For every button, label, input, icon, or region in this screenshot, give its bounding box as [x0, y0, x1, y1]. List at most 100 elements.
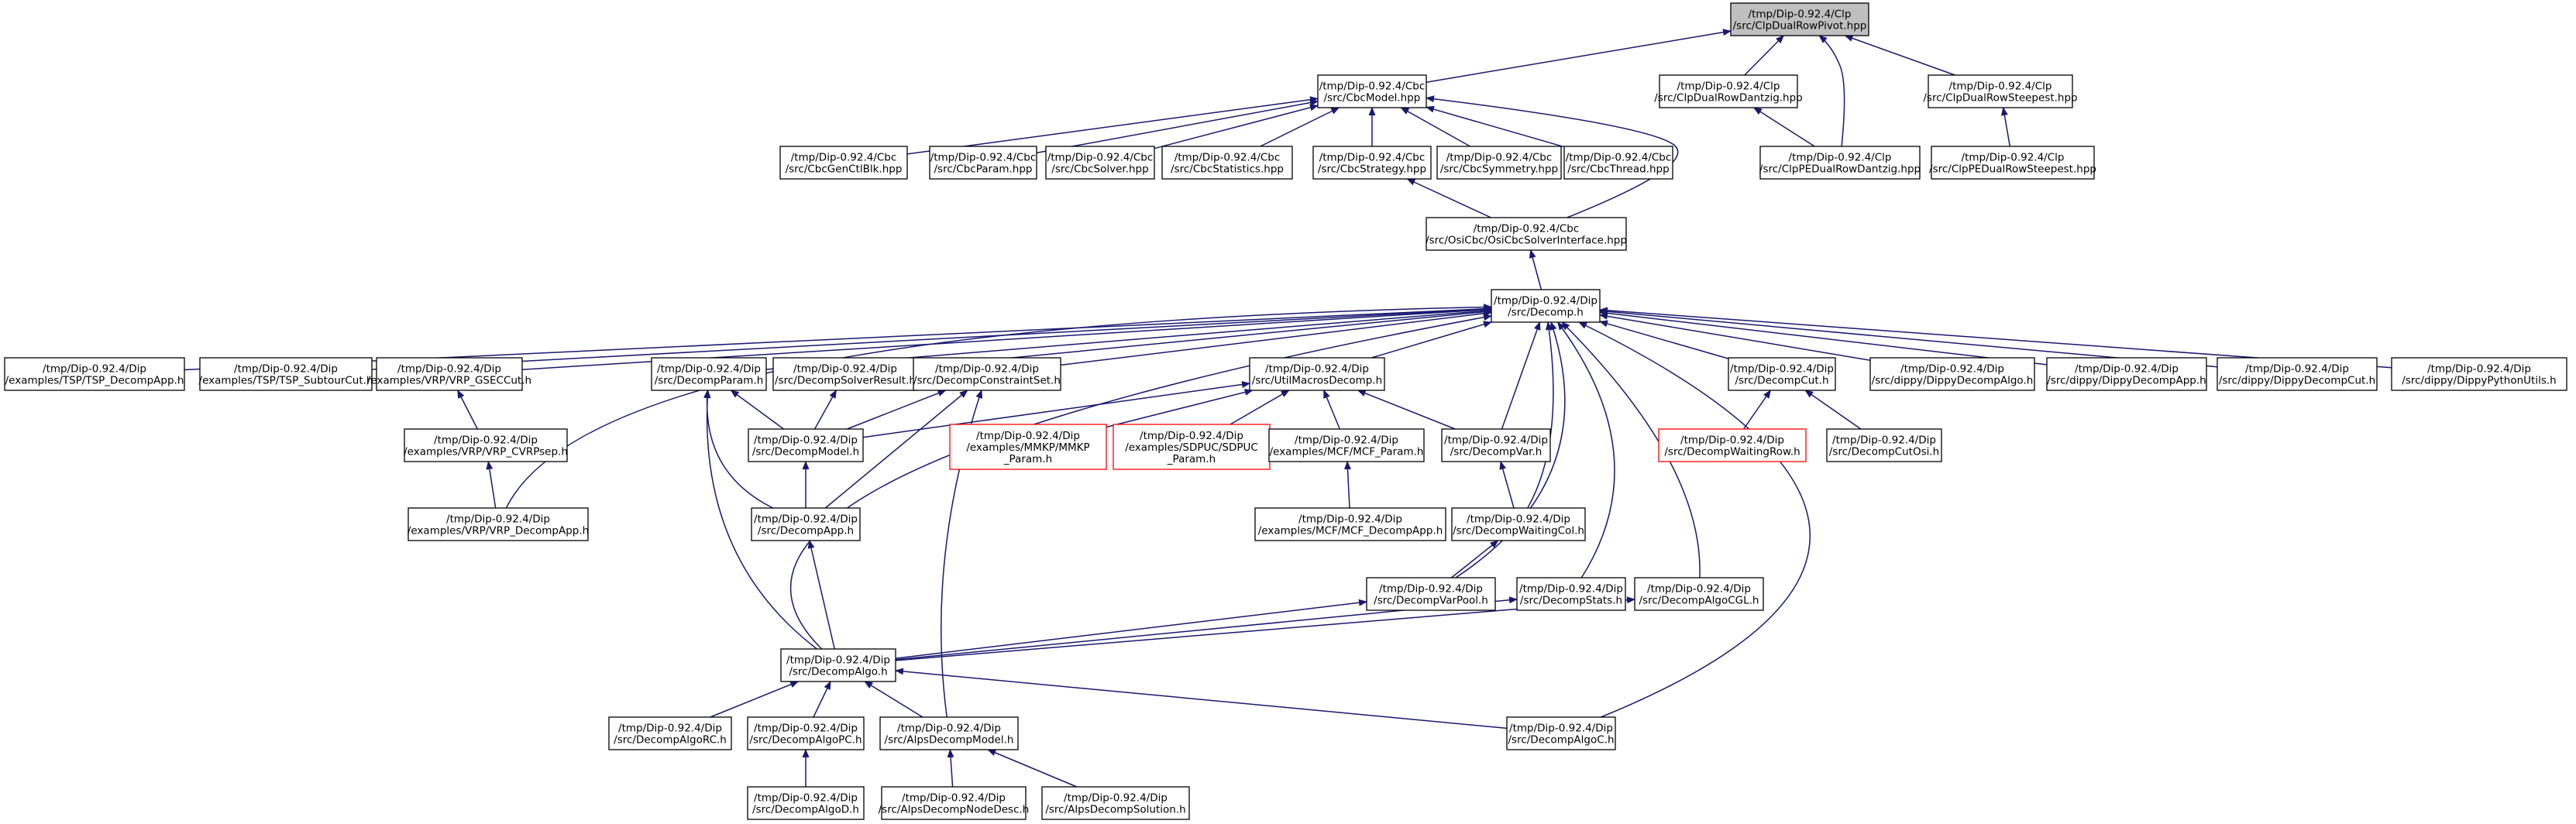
node-label-line: /src/DecompWaitingCol.h [1453, 525, 1584, 537]
node-cbcsolver[interactable]: /tmp/Dip-0.92.4/Cbc/src/CbcSolver.hpp [1045, 146, 1155, 180]
node-label-line: /tmp/Dip-0.92.4/Dip [1298, 513, 1402, 526]
node-label-line: /tmp/Dip-0.92.4/Dip [1064, 792, 1168, 805]
node-decompsolres[interactable]: /tmp/Dip-0.92.4/Dip/src/DecompSolverResu… [772, 357, 918, 391]
node-clpsteepest[interactable]: /tmp/Dip-0.92.4/Clp/src/ClpDualRowSteepe… [1923, 74, 2078, 108]
node-decompvar[interactable]: /tmp/Dip-0.92.4/Dip/src/DecompVar.h [1441, 428, 1551, 462]
node-box [881, 786, 1027, 820]
node-algocgl[interactable]: /tmp/Dip-0.92.4/Dip/src/DecompAlgoCGL.h [1634, 577, 1764, 611]
node-decompapp[interactable]: /tmp/Dip-0.92.4/Dip/src/DecompApp.h [751, 507, 861, 541]
node-dippyutils[interactable]: /tmp/Dip-0.92.4/Dip/src/dippy/DippyPytho… [2391, 357, 2567, 391]
node-label-line: /tmp/Dip-0.92.4/Dip [2075, 363, 2179, 376]
node-sdpuc[interactable]: /tmp/Dip-0.92.4/Dip/examples/SDPUC/SDPUC… [1113, 424, 1271, 470]
node-box [772, 357, 918, 391]
node-label-line: /examples/TSP/TSP_SubtourCut.h [199, 375, 373, 387]
edge-decompmodel-to-utilmacros [862, 381, 1250, 438]
node-decompcutosi[interactable]: /tmp/Dip-0.92.4/Dip/src/DecompCutOsi.h [1826, 428, 1942, 462]
node-label-line: /tmp/Dip-0.92.4/Dip [786, 654, 890, 667]
node-label-line: /tmp/Dip-0.92.4/Cbc [1319, 81, 1426, 93]
node-algoc[interactable]: /tmp/Dip-0.92.4/Dip/src/DecompAlgoC.h [1506, 716, 1616, 750]
node-box [1506, 716, 1616, 750]
edge-cbcsymmetry-to-cbcmodel [1400, 107, 1470, 147]
node-label-line: /src/OsiCbc/OsiCbcSolverInterface.hpp [1426, 235, 1627, 247]
node-label-line: /tmp/Dip-0.92.4/Dip [1379, 583, 1483, 596]
node-vrpgsec[interactable]: /tmp/Dip-0.92.4/Dip/examples/VRP/VRP_GSE… [367, 357, 531, 391]
node-label-line: /src/dippy/DippyDecompAlgo.h [1872, 375, 2034, 387]
node-alpssol[interactable]: /tmp/Dip-0.92.4/Dip/src/AlpsDecompSoluti… [1041, 786, 1190, 820]
node-vrpapp[interactable]: /tmp/Dip-0.92.4/Dip/examples/VRP/VRP_Dec… [408, 507, 589, 541]
node-box [1759, 146, 1921, 180]
node-label-line: /tmp/Dip-0.92.4/Dip [2427, 363, 2531, 376]
node-mcfparam[interactable]: /tmp/Dip-0.92.4/Dip/examples/MCF/MCF_Par… [1268, 428, 1425, 462]
node-root[interactable]: /tmp/Dip-0.92.4/Clp/src/ClpDualRowPivot.… [1730, 2, 1869, 36]
node-utilmacros[interactable]: /tmp/Dip-0.92.4/Dip/src/UtilMacrosDecomp… [1249, 357, 1385, 391]
node-cbcgencut[interactable]: /tmp/Dip-0.92.4/Cbc/src/CbcGenCtlBlk.hpp [779, 146, 908, 180]
node-label-line: /examples/SDPUC/SDPUC [1125, 441, 1258, 454]
node-decomp[interactable]: /tmp/Dip-0.92.4/Dip/src/Decomp.h [1491, 289, 1601, 323]
edge-algorc-to-decompalgo [710, 681, 800, 718]
node-label-line: /src/dippy/DippyPythonUtils.h [2402, 375, 2556, 387]
node-algod[interactable]: /tmp/Dip-0.92.4/Dip/src/DecompAlgoD.h [747, 786, 865, 820]
node-box [779, 146, 908, 180]
node-label-line: /tmp/Dip-0.92.4/Dip [1680, 434, 1784, 447]
node-algorc[interactable]: /tmp/Dip-0.92.4/Dip/src/DecompAlgoRC.h [608, 716, 732, 750]
node-mmkp[interactable]: /tmp/Dip-0.92.4/Dip/examples/MMKP/MMKP_P… [949, 424, 1107, 470]
node-label-line: /tmp/Dip-0.92.4/Dip [1444, 434, 1548, 447]
node-varpool[interactable]: /tmp/Dip-0.92.4/Dip/src/DecompVarPool.h [1366, 577, 1496, 611]
edge-clpdantzig-to-root [1744, 35, 1784, 76]
node-box [913, 357, 1061, 391]
node-cbcparam[interactable]: /tmp/Dip-0.92.4/Cbc/src/CbcParam.hpp [929, 146, 1037, 180]
node-label-line: /examples/MCF/MCF_DecompApp.h [1258, 525, 1443, 537]
node-osicbc[interactable]: /tmp/Dip-0.92.4/Cbc/src/OsiCbc/OsiCbcSol… [1426, 217, 1627, 251]
node-label-line: /tmp/Dip-0.92.4/Dip [754, 723, 858, 735]
node-cbcmodel[interactable]: /tmp/Dip-0.92.4/Cbc/src/CbcModel.hpp [1317, 74, 1427, 108]
node-decompparam[interactable]: /tmp/Dip-0.92.4/Dip/src/DecompParam.h [651, 357, 767, 391]
node-clpdantzig[interactable]: /tmp/Dip-0.92.4/Clp/src/ClpDualRowDantzi… [1654, 74, 1803, 108]
node-decompmodel[interactable]: /tmp/Dip-0.92.4/Dip/src/DecompModel.h [748, 428, 864, 462]
node-tspapp[interactable]: /tmp/Dip-0.92.4/Dip/examples/TSP/TSP_Dec… [4, 357, 185, 391]
node-dippydecompcut[interactable]: /tmp/Dip-0.92.4/Dip/src/dippy/DippyDecom… [2217, 357, 2378, 391]
edge-decompmodel-to-decompsolres [813, 390, 837, 430]
node-label-line: /src/DecompConstraintSet.h [913, 375, 1061, 387]
node-alpsnode[interactable]: /tmp/Dip-0.92.4/Dip/src/AlpsDecompNodeDe… [879, 786, 1030, 820]
node-box [1366, 577, 1496, 611]
node-label-line: /src/CbcStrategy.hpp [1318, 163, 1426, 176]
node-box [748, 428, 864, 462]
node-vrpcvrp[interactable]: /tmp/Dip-0.92.4/Dip/examples/VRP/VRP_CVR… [404, 428, 568, 462]
node-waitingcol[interactable]: /tmp/Dip-0.92.4/Dip/src/DecompWaitingCol… [1451, 507, 1586, 541]
node-mcfapp[interactable]: /tmp/Dip-0.92.4/Dip/examples/MCF/MCF_Dec… [1254, 507, 1446, 541]
node-tspsub[interactable]: /tmp/Dip-0.92.4/Dip/examples/TSP/TSP_Sub… [199, 357, 373, 391]
node-clpedantzig[interactable]: /tmp/Dip-0.92.4/Clp/src/ClpPEDualRowDant… [1759, 146, 1921, 180]
node-algopc[interactable]: /tmp/Dip-0.92.4/Dip/src/DecompAlgoPC.h [747, 716, 865, 750]
node-label-line: /tmp/Dip-0.92.4/Dip [902, 792, 1006, 805]
node-decompstats[interactable]: /tmp/Dip-0.92.4/Dip/src/DecompStats.h [1516, 577, 1626, 611]
node-cbcstats[interactable]: /tmp/Dip-0.92.4/Cbc/src/CbcStatistics.hp… [1161, 146, 1293, 180]
node-label-line: /tmp/Dip-0.92.4/Dip [1900, 363, 2004, 376]
node-label-line: /tmp/Dip-0.92.4/Cbc [791, 152, 897, 164]
node-decompconset[interactable]: /tmp/Dip-0.92.4/Dip/src/DecompConstraint… [913, 357, 1061, 391]
node-label-line: /tmp/Dip-0.92.4/Dip [1832, 434, 1936, 447]
node-cbcstrategy[interactable]: /tmp/Dip-0.92.4/Cbc/src/CbcStrategy.hpp [1312, 146, 1432, 180]
node-box [747, 786, 865, 820]
node-dippydecompapp[interactable]: /tmp/Dip-0.92.4/Dip/src/dippy/DippyDecom… [2046, 357, 2207, 391]
node-label-line: /src/DecompApp.h [758, 525, 854, 537]
node-waitingrow[interactable]: /tmp/Dip-0.92.4/Dip/src/DecompWaitingRow… [1658, 428, 1807, 462]
node-dippydecompalgo[interactable]: /tmp/Dip-0.92.4/Dip/src/dippy/DippyDecom… [1869, 357, 2035, 391]
node-label-line: /tmp/Dip-0.92.4/Dip [897, 723, 1001, 735]
node-label-line: /tmp/Dip-0.92.4/Dip [976, 430, 1080, 442]
node-decompcut[interactable]: /tmp/Dip-0.92.4/Dip/src/DecompCut.h [1728, 357, 1836, 391]
node-box [751, 507, 861, 541]
node-cbcsymmetry[interactable]: /tmp/Dip-0.92.4/Cbc/src/CbcSymmetry.hpp [1436, 146, 1562, 180]
node-box [404, 428, 568, 462]
node-label-line: /src/CbcParam.hpp [934, 163, 1033, 176]
edge-clpedantzig-to-root [1818, 35, 1845, 147]
node-label-line: /tmp/Dip-0.92.4/Dip [43, 363, 146, 376]
edge-cbcthread-to-cbcmodel [1426, 105, 1565, 148]
node-label-line: /tmp/Dip-0.92.4/Dip [754, 513, 858, 526]
node-alpsmodel[interactable]: /tmp/Dip-0.92.4/Dip/src/AlpsDecompModel.… [879, 716, 1019, 750]
node-label-line: /tmp/Dip-0.92.4/Dip [397, 363, 501, 376]
node-cbcthread[interactable]: /tmp/Dip-0.92.4/Cbc/src/CbcThread.hpp [1563, 146, 1673, 180]
node-decompalgo[interactable]: /tmp/Dip-0.92.4/Dip/src/DecompAlgo.h [780, 648, 896, 682]
node-clpesteepest[interactable]: /tmp/Dip-0.92.4/Clp/src/ClpPEDualRowStee… [1929, 146, 2096, 180]
node-label-line: /src/ClpPEDualRowSteepest.hpp [1929, 163, 2096, 176]
edge-osicbc-to-cbcmodel [1426, 95, 1679, 218]
